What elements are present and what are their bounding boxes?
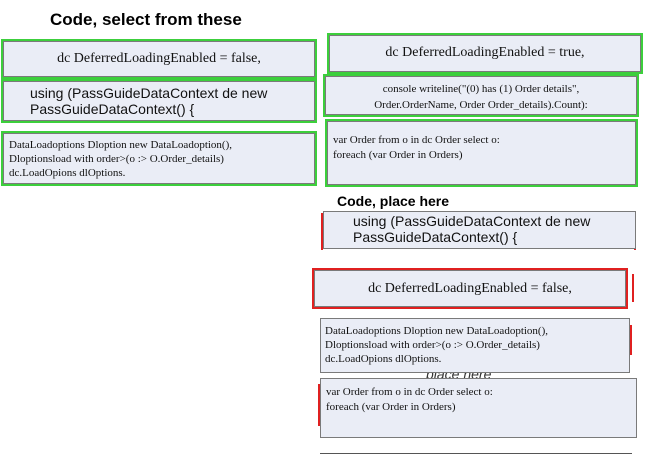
code-line: Dloptionsload with order>(o :> O.Order_d… xyxy=(9,153,224,165)
code-line: foreach (var Order in Orders) xyxy=(326,401,456,413)
code-line: dc DeferredLoadingEnabled = false, xyxy=(368,281,572,296)
code-line: DataLoadoptions Dloption new DataLoadopt… xyxy=(9,139,233,151)
placed-item-deferred-false[interactable]: dc DeferredLoadingEnabled = false, xyxy=(312,268,628,309)
placed-item-dataloadoptions[interactable]: DataLoadoptions Dloption new DataLoadopt… xyxy=(320,318,630,373)
code-line: DataLoadoptions Dloption new DataLoadopt… xyxy=(325,325,549,337)
code-line: dc.LoadOpions dlOptions. xyxy=(9,167,126,179)
source-item-using-context[interactable]: using (PassGuideDataContext de new PassG… xyxy=(1,79,317,123)
code-line: Dloptionsload with order>(o :> O.Order_d… xyxy=(325,339,540,351)
code-line: dc.LoadOpions dlOptions. xyxy=(325,353,442,365)
source-item-dataloadoptions[interactable]: DataLoadoptions Dloption new DataLoadopt… xyxy=(1,131,317,186)
placed-item-var-order[interactable]: var Order from o in dc Order select o: f… xyxy=(320,378,637,438)
source-heading: Code, select from these xyxy=(50,10,242,29)
drop-marker xyxy=(321,213,323,250)
code-line: PassGuideDataContext() { xyxy=(353,229,518,245)
drop-marker xyxy=(630,325,632,355)
target-heading: Code, place here xyxy=(337,193,450,209)
source-item-console-writeline[interactable]: console writeline("(0) has (1) Order det… xyxy=(323,74,639,117)
code-line: dc DeferredLoadingEnabled = false, xyxy=(57,51,261,66)
empty-slot-edge xyxy=(320,453,632,454)
placed-item-using-context[interactable]: using (PassGuideDataContext de new PassG… xyxy=(323,211,636,249)
code-line: var Order from o in dc Order select o: xyxy=(326,386,493,398)
code-line: Order.OrderName, Order Order_details).Co… xyxy=(374,99,588,111)
code-line: dc DeferredLoadingEnabled = true, xyxy=(385,45,585,60)
code-line: console writeline("(0) has (1) Order det… xyxy=(382,83,580,95)
source-item-var-order[interactable]: var Order from o in dc Order select o: f… xyxy=(325,119,638,187)
code-line: foreach (var Order in Orders) xyxy=(333,149,463,161)
drop-marker xyxy=(318,384,320,426)
code-line: PassGuideDataContext() { xyxy=(30,101,195,117)
source-item-deferred-false[interactable]: dc DeferredLoadingEnabled = false, xyxy=(1,39,317,79)
drop-marker xyxy=(632,274,634,302)
code-line: using (PassGuideDataContext de new xyxy=(353,213,591,229)
code-line: using (PassGuideDataContext de new xyxy=(30,85,268,101)
source-item-deferred-true[interactable]: dc DeferredLoadingEnabled = true, xyxy=(327,33,643,74)
code-line: var Order from o in dc Order select o: xyxy=(333,134,500,146)
